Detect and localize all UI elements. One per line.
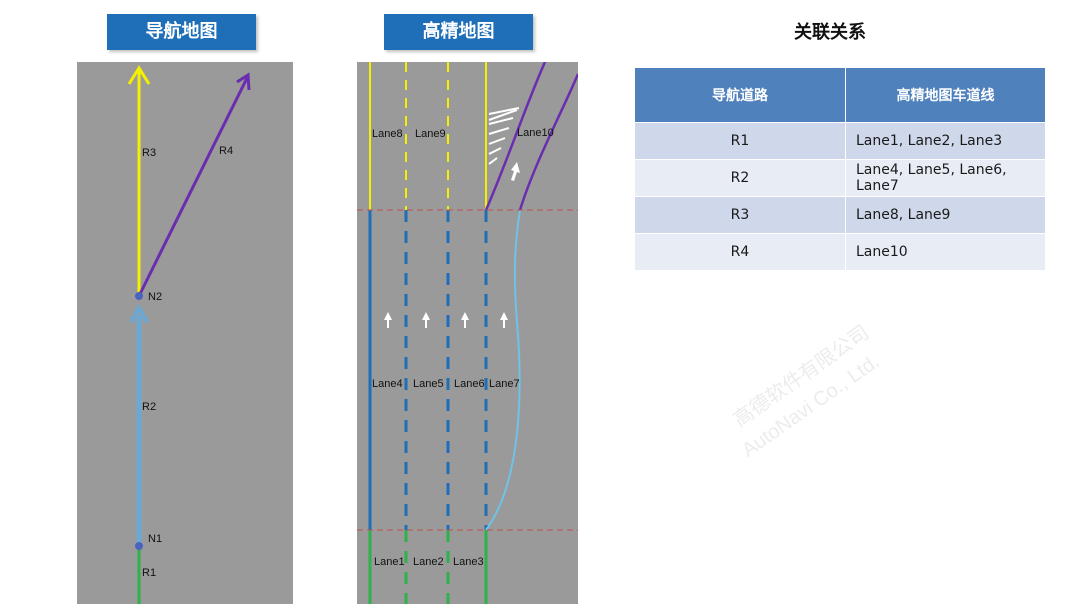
- road-r2-arrowhead: [129, 303, 149, 323]
- nav-map-diagram: N1 N2 R1 R2 R3 R4: [127, 65, 251, 604]
- table-row: R4 Lane10: [634, 233, 1046, 271]
- gore-chevrons: [488, 109, 518, 121]
- lanes-cell: Lane1, Lane2, Lane3: [845, 122, 1046, 160]
- road-r4-line: [137, 77, 249, 297]
- hd-map-panel: Lane8 Lane9 Lane10 Lane4 Lane5 Lane6 Lan…: [357, 62, 578, 604]
- road-r1-label: R1: [142, 567, 156, 579]
- lane4-label: Lane4: [372, 378, 403, 390]
- header-nav-road: 导航道路: [634, 67, 846, 123]
- header-hd-lanes: 高精地图车道线: [845, 67, 1046, 123]
- lane8-label: Lane8: [372, 128, 403, 140]
- road-cell: R3: [634, 196, 846, 234]
- road-cell: R4: [634, 233, 846, 271]
- lane5-label: Lane5: [413, 378, 444, 390]
- lane10-label: Lane10: [517, 127, 554, 139]
- lane6-label: Lane6: [454, 378, 485, 390]
- lanes-cell: Lane8, Lane9: [845, 196, 1046, 234]
- relation-table: 导航道路 高精地图车道线 R1 Lane1, Lane2, Lane3 R2 L…: [634, 67, 1046, 271]
- lanes-cell: Lane10: [845, 233, 1046, 271]
- hd-map-diagram: Lane8 Lane9 Lane10 Lane4 Lane5 Lane6 Lan…: [357, 62, 578, 604]
- lane1-label: Lane1: [374, 556, 405, 568]
- road-r4-label: R4: [219, 145, 233, 157]
- nav-map-title: 导航地图: [107, 14, 256, 50]
- node-n1: [135, 542, 143, 550]
- road-cell: R2: [634, 159, 846, 197]
- lane10-left-edge: [484, 62, 547, 211]
- lane-line-mid-right: [485, 209, 521, 531]
- relation-title: 关联关系: [794, 22, 866, 43]
- nav-map-panel: N1 N2 R1 R2 R3 R4: [77, 62, 293, 604]
- road-r4-arrowhead: [236, 72, 251, 91]
- lane7-label: Lane7: [489, 378, 520, 390]
- lane9-label: Lane9: [415, 128, 446, 140]
- hd-map-title: 高精地图: [384, 14, 533, 50]
- direction-arrows: [384, 162, 520, 328]
- road-r3-arrowhead: [127, 65, 151, 85]
- lanes-cell: Lane4, Lane5, Lane6, Lane7: [845, 159, 1046, 197]
- road-r2-label: R2: [142, 401, 156, 413]
- road-cell: R1: [634, 122, 846, 160]
- table-row: R3 Lane8, Lane9: [634, 196, 1046, 234]
- road-r3-label: R3: [142, 147, 156, 159]
- table-row: R1 Lane1, Lane2, Lane3: [634, 122, 1046, 160]
- gore-marking: [488, 107, 520, 165]
- lane2-label: Lane2: [413, 556, 444, 568]
- node-n2: [135, 292, 143, 300]
- relation-header-row: 导航道路 高精地图车道线: [634, 67, 1046, 123]
- node-n2-label: N2: [148, 291, 162, 303]
- table-row: R2 Lane4, Lane5, Lane6, Lane7: [634, 159, 1046, 197]
- lane10-right-edge: [518, 73, 578, 211]
- node-n1-label: N1: [148, 533, 162, 545]
- lane3-label: Lane3: [453, 556, 484, 568]
